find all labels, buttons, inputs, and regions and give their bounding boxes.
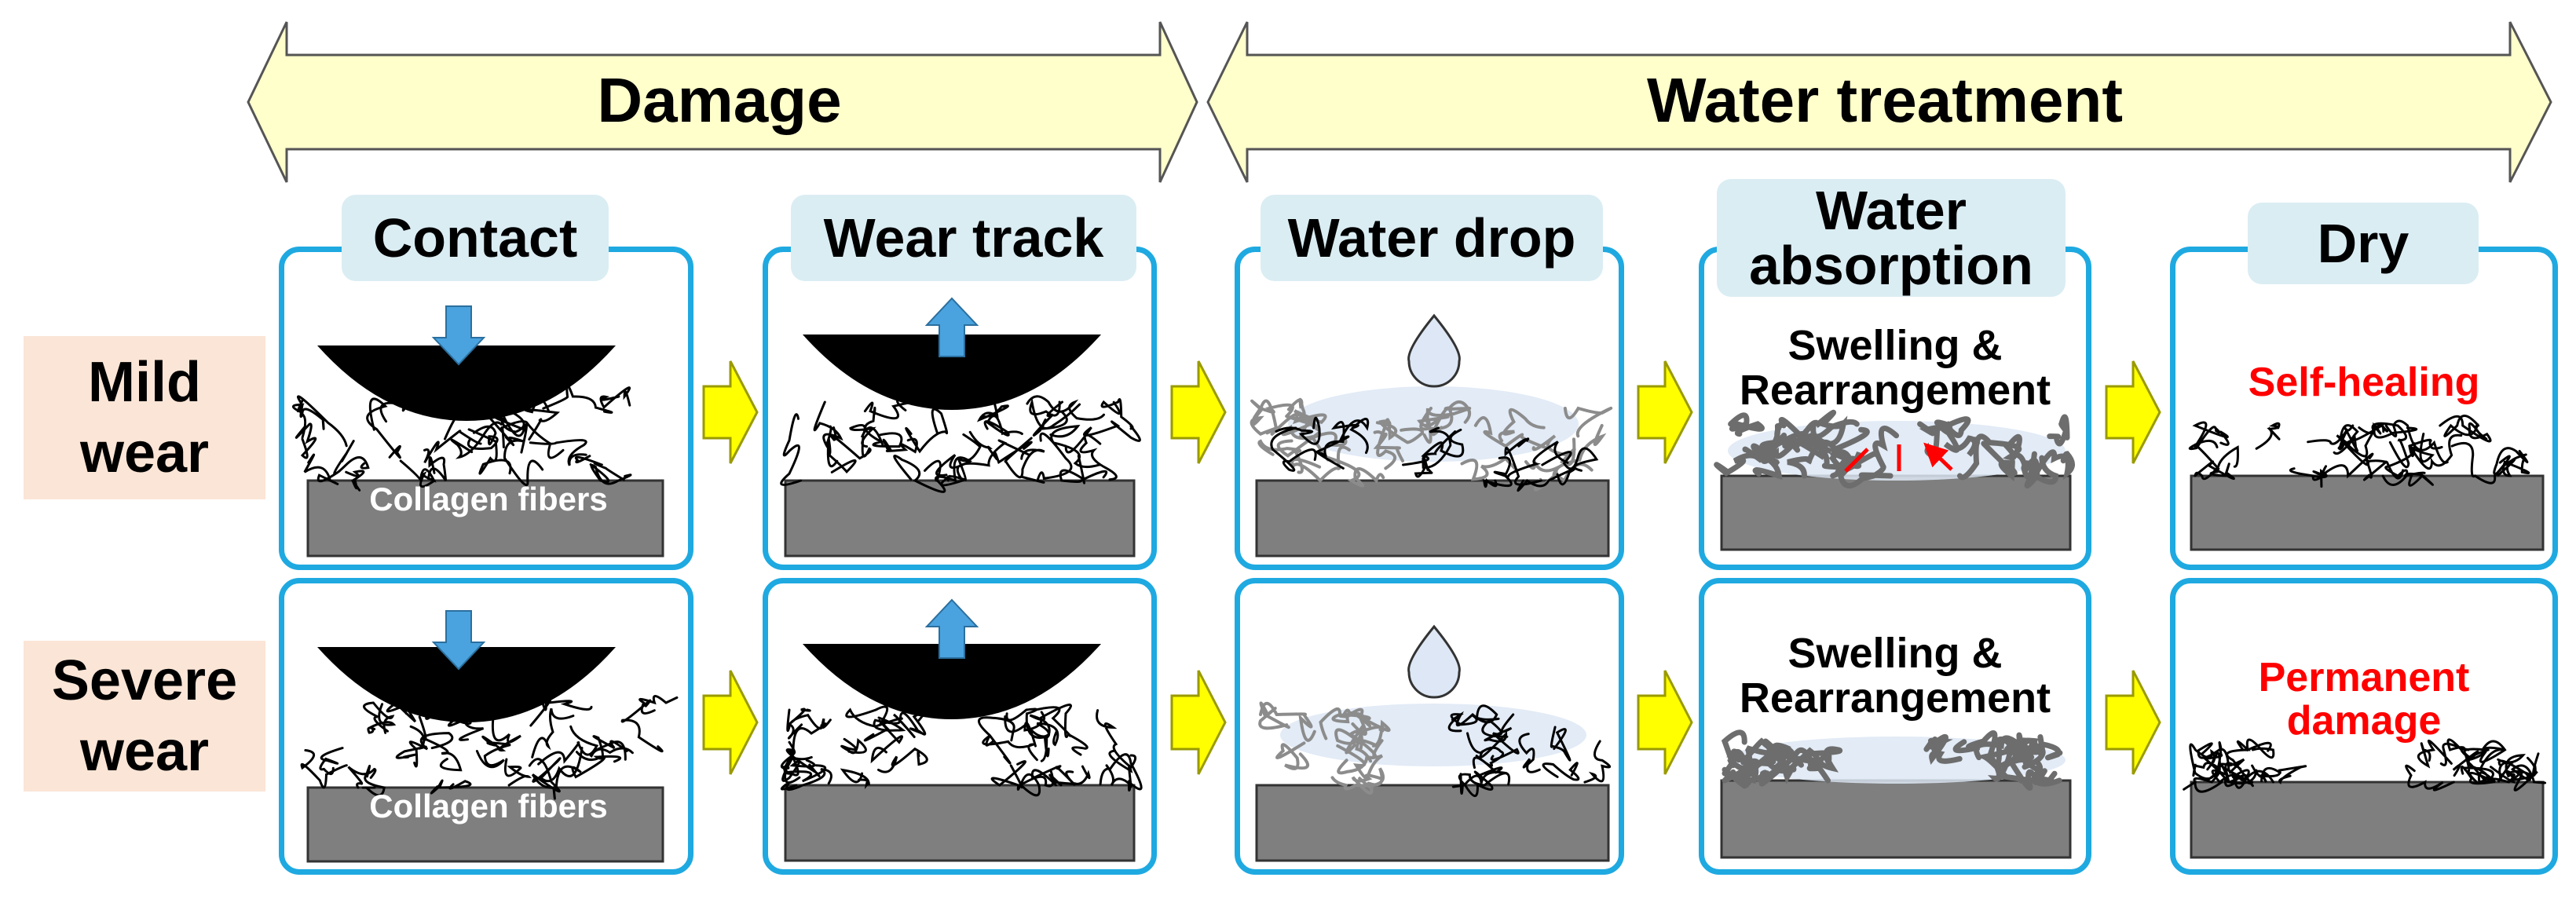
- arrow-down-mild-contact: [431, 305, 486, 366]
- flow-arrow-severe-4: [2105, 670, 2161, 775]
- substrate-severe-wear-track: [784, 784, 1136, 862]
- collagen-fibers-severe-wear-track-right: [977, 704, 1143, 797]
- substrate-mild-contact: [306, 479, 664, 558]
- water-layer-severe-water-drop: [1280, 704, 1586, 766]
- row-label-severe-wear: Severe wear: [24, 641, 265, 791]
- stage-label-dry: Dry: [2248, 203, 2479, 284]
- swelling-label-severe: Swelling & Rearrangement: [1739, 630, 2051, 722]
- collagen-fibers-mild-wear-track: [780, 395, 1141, 493]
- permanent-damage-label: Permanent damage: [2258, 655, 2470, 744]
- substrate-mild-dry: [2190, 474, 2545, 551]
- arrow-up-severe-wear-track: [924, 598, 979, 659]
- water-treatment-phase-arrow: [1206, 21, 2552, 183]
- indenter-severe-contact: [317, 647, 616, 722]
- flow-arrow-mild-3: [1637, 360, 1693, 464]
- water-droplet-mild: [1407, 313, 1461, 388]
- indenter-mild-contact: [317, 345, 616, 421]
- flow-arrow-mild-4: [2105, 360, 2161, 464]
- collagen-label-severe: Collagen fibers: [369, 788, 608, 824]
- rearrangement-arrows-mild: [1844, 444, 1953, 473]
- flow-arrow-severe-3: [1637, 670, 1693, 775]
- flow-arrow-severe-2: [1170, 670, 1227, 775]
- water-treatment-phase-label: Water treatment: [1646, 65, 2124, 135]
- indenter-mild-wear-track: [803, 335, 1101, 410]
- stage-label-wear-track: Wear track: [791, 195, 1136, 281]
- water-layer-severe-water-absorption: [1728, 737, 2066, 784]
- healed-fibers-mild-dry: [2188, 415, 2530, 488]
- swollen-fibers-severe-left: [1721, 729, 1843, 789]
- damage-phase-arrow: [247, 21, 1198, 183]
- wet-fibers-mild-water-drop: [1250, 397, 1613, 492]
- substrate-mild-water-absorption: [1720, 474, 2072, 551]
- substrate-severe-water-drop: [1255, 784, 1610, 862]
- substrate-mild-wear-track: [784, 479, 1136, 558]
- collagen-label-mild: Collagen fibers: [369, 481, 608, 517]
- stage-label-contact: Contact: [342, 195, 609, 281]
- arrow-up-mild-wear-track: [924, 297, 979, 357]
- substrate-severe-water-absorption: [1720, 779, 2072, 859]
- damaged-fibers-severe-dry-right: [2405, 738, 2546, 791]
- swollen-fibers-mild: [1714, 409, 2076, 489]
- flow-arrow-severe-1: [702, 670, 759, 775]
- collagen-fibers-mild-contact: [291, 384, 632, 492]
- damaged-fibers-severe-dry-left: [2183, 738, 2307, 793]
- flow-arrow-mild-1: [702, 360, 759, 464]
- substrate-severe-dry: [2190, 781, 2545, 859]
- arrow-down-severe-contact: [431, 610, 486, 671]
- stage-label-water-absorption: Water absorption: [1717, 179, 2066, 297]
- water-droplet-severe: [1407, 624, 1461, 699]
- indenter-severe-wear-track: [803, 644, 1101, 719]
- flow-arrow-mild-2: [1170, 360, 1227, 464]
- self-healing-label: Self-healing: [2248, 360, 2480, 405]
- row-label-mild-wear: Mild wear: [24, 336, 265, 499]
- substrate-mild-water-drop: [1255, 479, 1610, 558]
- collagen-fibers-severe-wear-track-left: [780, 705, 928, 791]
- substrate-severe-contact: [306, 786, 664, 863]
- stage-label-water-drop: Water drop: [1261, 195, 1603, 281]
- swollen-fibers-severe-right: [1923, 730, 2063, 791]
- swelling-label-mild: Swelling & Rearrangement: [1739, 322, 2051, 414]
- dry-fibers-mild-water-drop: [1270, 416, 1599, 492]
- wet-fibers-severe-water-drop-left: [1258, 701, 1391, 795]
- dry-fibers-severe-water-drop-right: [1447, 704, 1612, 798]
- damage-phase-label: Damage: [597, 65, 842, 135]
